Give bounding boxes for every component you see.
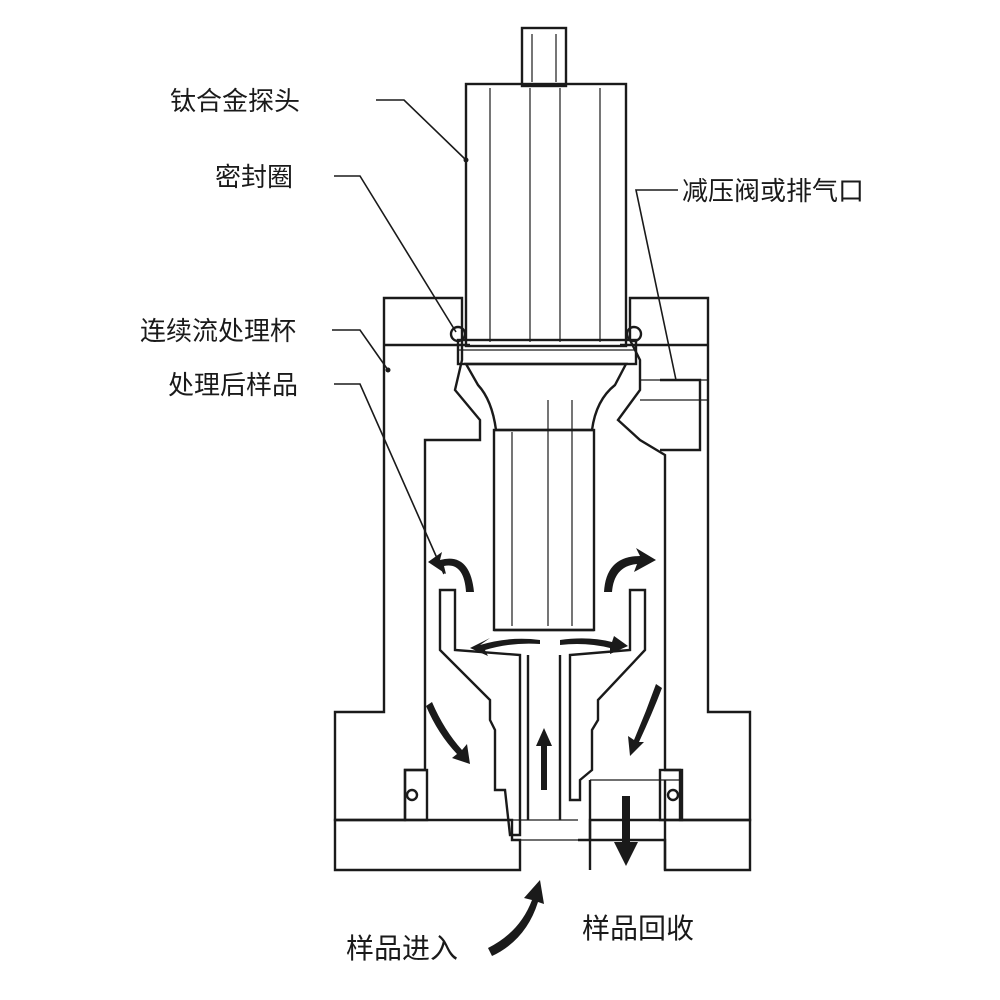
probe-body — [464, 82, 628, 348]
label-processed-sample: 处理后样品 — [168, 371, 298, 401]
flow-insert — [438, 588, 522, 837]
arrow-tip-right — [560, 636, 628, 654]
flow-arrows — [426, 548, 662, 956]
probe-flange — [456, 338, 638, 366]
arrow-down-right — [628, 684, 662, 756]
flow-insert-right — [568, 588, 647, 802]
arrow-outlet-down — [614, 796, 638, 866]
seal-ring-left — [449, 325, 467, 343]
label-sample-return: 样品回收 — [582, 912, 694, 945]
arrow-inlet-up — [536, 728, 552, 790]
probe-stud — [520, 26, 568, 88]
label-seal-ring: 密封圈 — [215, 163, 293, 193]
titanium-probe — [449, 26, 643, 632]
leader-lines — [332, 99, 678, 575]
arrow-curl-right — [604, 548, 656, 592]
cup-body — [333, 296, 752, 872]
arrow-curl-left — [428, 552, 474, 592]
label-sample-in: 样品进入 — [346, 932, 458, 965]
seal-ring-right — [625, 325, 643, 343]
probe-taper — [463, 362, 628, 432]
cup-base — [333, 818, 522, 872]
arrow-down-left — [426, 702, 470, 764]
cup-left-wall — [333, 296, 482, 822]
label-titanium-probe: 钛合金探头 — [170, 87, 300, 117]
arrow-sample-in — [488, 880, 544, 956]
arrow-tip-left — [470, 638, 540, 656]
label-flow-cell: 连续流处理杯 — [140, 317, 296, 347]
probe-horn — [492, 428, 596, 632]
label-relief-valve-vent: 减压阀或排气口 — [682, 177, 864, 207]
